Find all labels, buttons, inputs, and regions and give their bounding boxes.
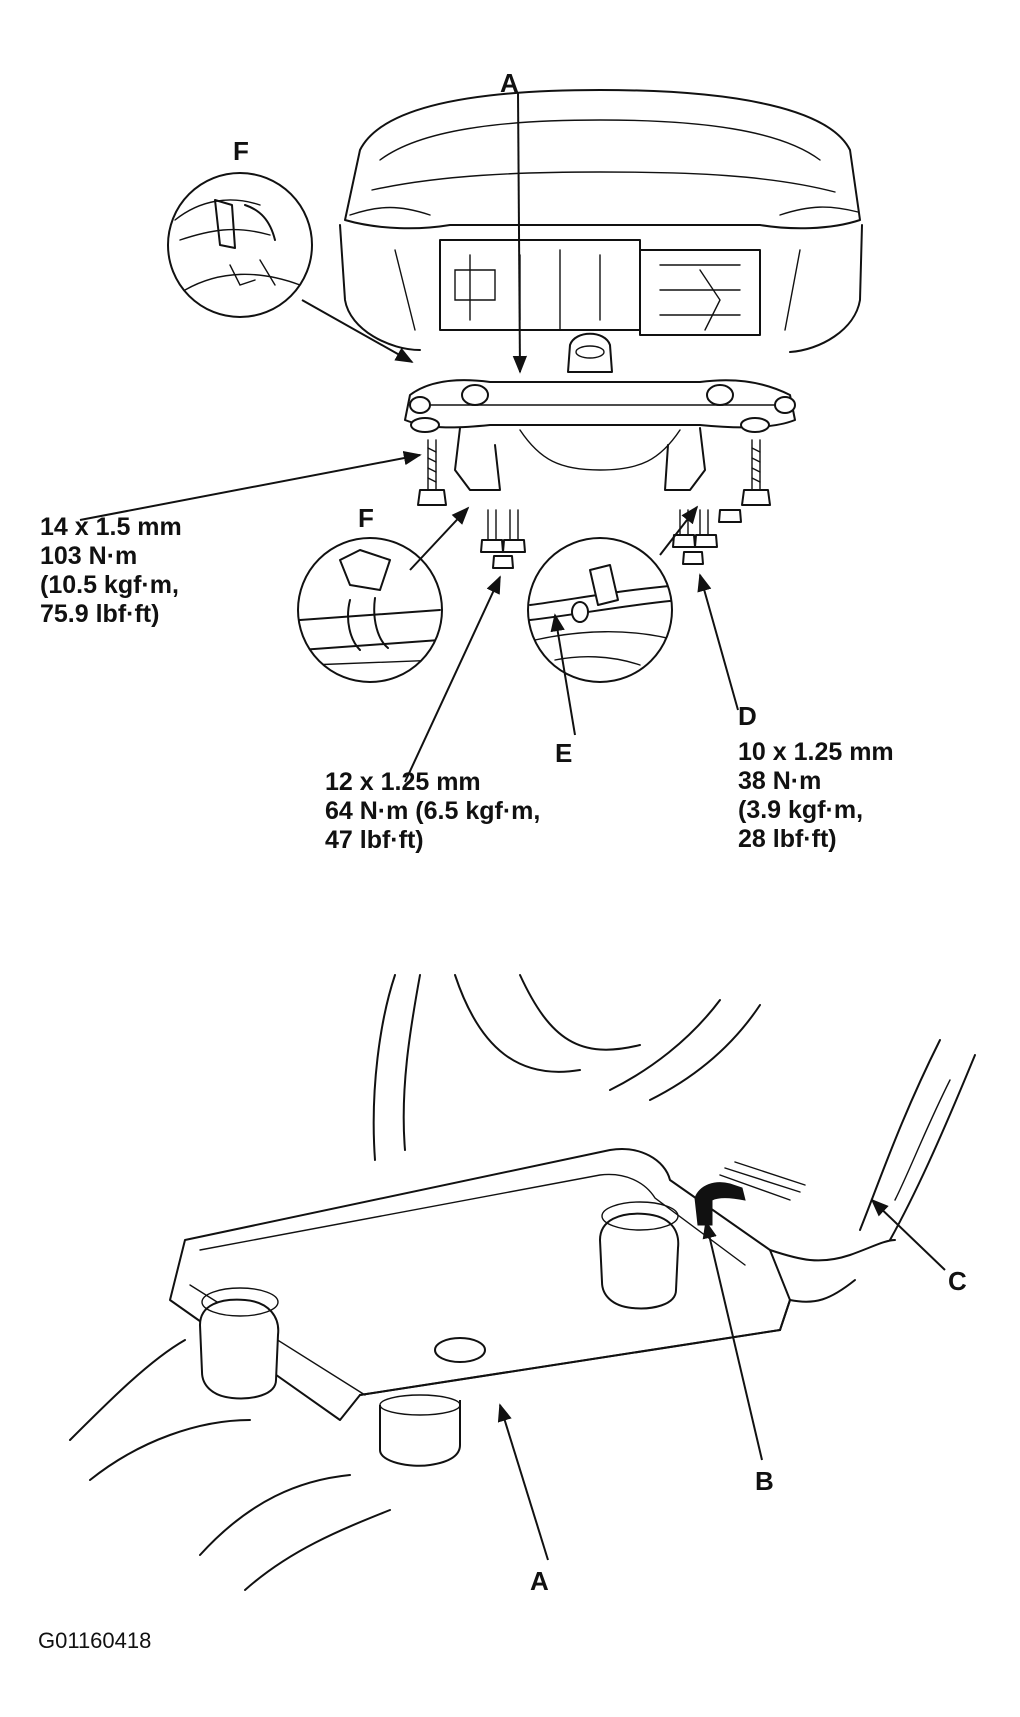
spec-rear-bolt-torque: 103 N·m	[40, 542, 137, 570]
rear-bolt-right	[741, 439, 771, 506]
label-c: C	[948, 1266, 967, 1296]
spec-d-bolt-lbf: 28 lbf·ft)	[738, 825, 837, 853]
spec-middle-bolt-lbf: 47 lbf·ft)	[325, 826, 424, 854]
vehicle-underbody	[339, 89, 863, 491]
spec-d-bolt-torque: 38 N·m	[738, 767, 821, 795]
label-d: D	[738, 701, 757, 731]
label-b: B	[755, 1466, 774, 1496]
label-e: E	[555, 738, 572, 768]
spec-d-bolt-size: 10 x 1.25 mm	[738, 738, 894, 766]
label-f-upper: F	[233, 136, 249, 166]
d-bolts	[672, 509, 742, 565]
spec-rear-bolt-kgf: (10.5 kgf·m,	[40, 571, 179, 599]
middle-bolts	[480, 509, 526, 569]
spec-d-bolt-kgf: (3.9 kgf·m,	[738, 796, 863, 824]
label-f-lower: F	[358, 503, 374, 533]
label-a-bottom: A	[530, 1566, 549, 1596]
leader-lines-top	[79, 91, 739, 783]
inset-f-upper	[167, 172, 313, 318]
figure-code: G01160418	[38, 1628, 151, 1653]
inset-f-lower	[297, 537, 443, 683]
leader-lines-bottom	[497, 1198, 946, 1561]
spec-rear-bolt-size: 14 x 1.5 mm	[40, 513, 182, 541]
spec-middle-bolt-size: 12 x 1.25 mm	[325, 768, 481, 796]
inset-e	[527, 537, 673, 683]
spec-rear-bolt-lbf: 75.9 lbf·ft)	[40, 600, 159, 628]
spec-rear-bolt: 14 x 1.5 mm 103 N·m (10.5 kgf·m, 75.9 lb…	[40, 513, 182, 628]
label-a-top: A	[500, 68, 519, 98]
spec-middle-bolt-torque: 64 N·m (6.5 kgf·m,	[325, 797, 540, 825]
spec-d-bolt: 10 x 1.25 mm 38 N·m (3.9 kgf·m, 28 lbf·f…	[738, 738, 894, 853]
subframe-closeup	[69, 974, 976, 1591]
rear-bolt-left	[417, 439, 447, 506]
spec-middle-bolt: 12 x 1.25 mm 64 N·m (6.5 kgf·m, 47 lbf·f…	[325, 768, 540, 854]
